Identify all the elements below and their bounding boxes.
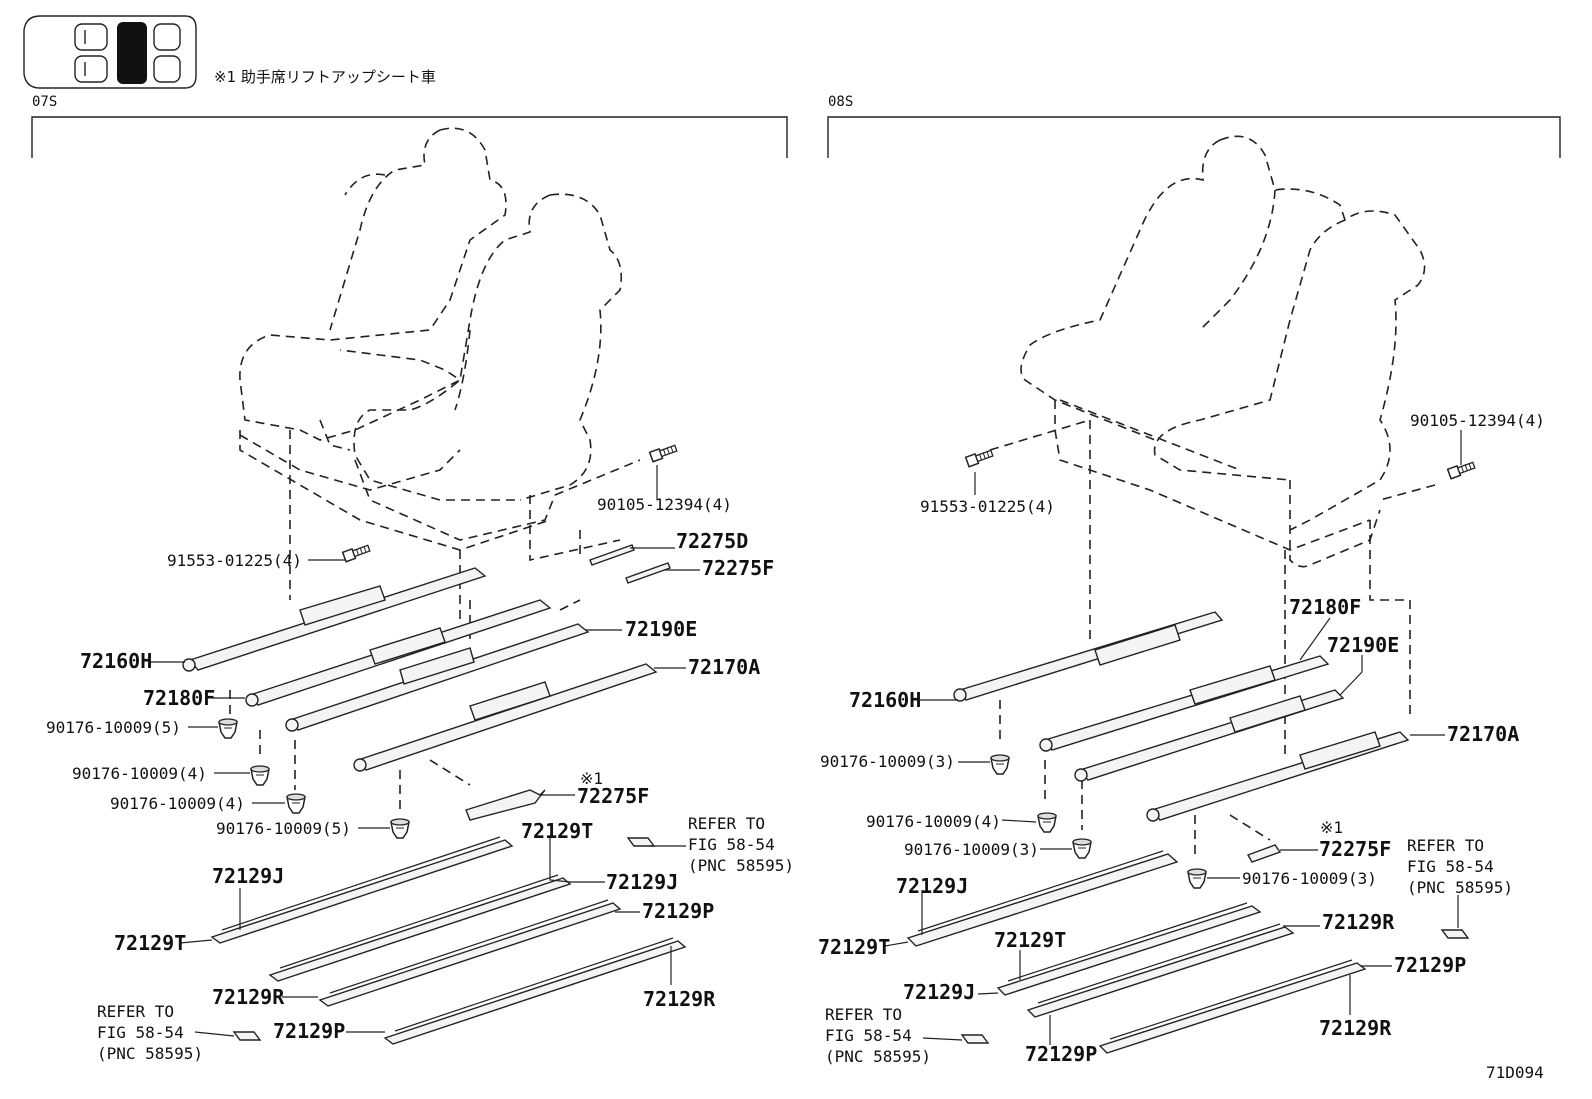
bolt-91553-07s — [341, 542, 372, 563]
label-72129t-top-07s: 72129T — [521, 819, 593, 843]
label-72275f-opt-07s: 72275F — [577, 784, 649, 808]
label-72129j-mid-08s: 72129J — [903, 980, 975, 1004]
trim-plates-07s — [210, 836, 687, 1045]
label-72190e-07s: 72190E — [625, 617, 697, 641]
refer-line2-a-08s: FIG 58-54 — [1407, 857, 1494, 876]
rail-72170a-07s — [353, 663, 658, 772]
refer-line1-b-08s: REFER TO — [825, 1005, 902, 1024]
label-72275f-07s: 72275F — [702, 556, 774, 580]
labels-07s: 90105-12394(4) 72275D 72275F 91553-01225… — [46, 495, 794, 1063]
label-90176-d-08s: 90176-10009(3) — [1242, 869, 1377, 888]
label-90105-08s: 90105-12394(4) — [1410, 411, 1545, 430]
label-72129r-right-08s: 72129R — [1322, 910, 1395, 934]
trim-plates-08s — [906, 850, 1470, 1054]
bracket-72275f-opt-08s — [1246, 844, 1282, 863]
section-bracket-08s — [827, 116, 1561, 158]
figure-id: 71D094 — [1486, 1063, 1544, 1082]
option-mark-07s: ※1 — [580, 769, 603, 788]
label-72129t-left-07s: 72129T — [114, 931, 186, 955]
rail-72160h-07s — [182, 567, 487, 672]
clip-90176-d-08s — [1187, 868, 1207, 889]
refer-line3-b-07s: (PNC 58595) — [97, 1044, 203, 1063]
label-72129p-bottom-08s: 72129P — [1025, 1042, 1097, 1066]
label-72129p-right-08s: 72129P — [1394, 953, 1466, 977]
label-72129j-top-08s: 72129J — [896, 874, 968, 898]
refer-line3-a-07s: (PNC 58595) — [688, 856, 794, 875]
clip-90176-c-07s — [286, 793, 306, 814]
refer-line1-b-07s: REFER TO — [97, 1002, 174, 1021]
label-90105-07s: 90105-12394(4) — [597, 495, 732, 514]
label-90176-b-08s: 90176-10009(4) — [866, 812, 1001, 831]
rail-72170a-08s — [1146, 731, 1410, 822]
refer-line1-a-08s: REFER TO — [1407, 836, 1484, 855]
refer-line3-b-08s: (PNC 58595) — [825, 1047, 931, 1066]
clip-90176-a-07s — [218, 718, 238, 739]
label-72160h-08s: 72160H — [849, 688, 921, 712]
clip-90176-a-08s — [990, 754, 1010, 775]
label-72170a-07s: 72170A — [688, 655, 760, 679]
label-72129j-left-07s: 72129J — [212, 864, 284, 888]
rail-72190e-08s — [1074, 689, 1345, 782]
label-72129r-left-07s: 72129R — [212, 985, 285, 1009]
labels-08s: 90105-12394(4) 91553-01225(4) 72180F 721… — [818, 411, 1545, 1066]
label-72275f-opt-08s: 72275F — [1319, 837, 1391, 861]
clip-90176-b-08s — [1037, 812, 1057, 833]
label-90176-d-07s: 90176-10009(5) — [216, 819, 351, 838]
label-72160h-07s: 72160H — [80, 649, 152, 673]
label-90176-a-07s: 90176-10009(5) — [46, 718, 181, 737]
label-72180f-07s: 72180F — [143, 686, 215, 710]
label-72180f-08s: 72180F — [1289, 595, 1361, 619]
cable-72275f-07s — [625, 562, 671, 584]
label-72190e-08s: 72190E — [1327, 633, 1399, 657]
bolt-91553-08s — [964, 447, 995, 468]
label-72129p-right-07s: 72129P — [642, 899, 714, 923]
refer-line2-b-08s: FIG 58-54 — [825, 1026, 912, 1045]
bolt-90105-07s — [648, 442, 679, 463]
label-90176-b-07s: 90176-10009(4) — [72, 764, 207, 783]
clip-90176-b-07s — [250, 765, 270, 786]
label-72275d-07s: 72275D — [676, 529, 748, 553]
rail-72180f-08s — [1039, 655, 1330, 752]
rail-72190e-07s — [285, 623, 590, 732]
leaders-08s — [884, 430, 1462, 1045]
refer-line2-a-07s: FIG 58-54 — [688, 835, 775, 854]
vehicle-seat-icon — [23, 15, 197, 89]
label-90176-a-08s: 90176-10009(3) — [820, 752, 955, 771]
seat-outline-08s — [1020, 135, 1426, 568]
label-90176-c-08s: 90176-10009(3) — [904, 840, 1039, 859]
label-91553-08s: 91553-01225(4) — [920, 497, 1055, 516]
mount-guides-08s — [989, 419, 1436, 860]
label-72170a-08s: 72170A — [1447, 722, 1519, 746]
option-mark-08s: ※1 — [1320, 818, 1343, 837]
label-90176-c-07s: 90176-10009(4) — [110, 794, 245, 813]
refer-line1-a-07s: REFER TO — [688, 814, 765, 833]
section-label-08s: 08S — [828, 94, 853, 110]
rail-72180f-07s — [245, 599, 552, 707]
clip-90176-d-07s — [390, 818, 410, 839]
label-72129t-left-08s: 72129T — [818, 935, 890, 959]
label-72129j-right-07s: 72129J — [606, 870, 678, 894]
section-bracket-07s — [31, 116, 788, 158]
seat-outline-07s — [239, 127, 623, 551]
refer-line2-b-07s: FIG 58-54 — [97, 1023, 184, 1042]
clip-90176-c-08s — [1072, 838, 1092, 859]
rail-72160h-08s — [953, 611, 1224, 702]
label-72129r-bottom-08s: 72129R — [1319, 1016, 1392, 1040]
bracket-72275f-opt-07s — [465, 789, 546, 821]
leaders-07s — [150, 465, 700, 1037]
label-72129t-mid-08s: 72129T — [994, 928, 1066, 952]
section-label-07s: 07S — [32, 94, 57, 110]
mount-guides-07s — [229, 430, 641, 815]
label-72129p-bottom-07s: 72129P — [273, 1019, 345, 1043]
option-note: ※1 助手席リフトアップシート車 — [214, 68, 436, 86]
cable-72275d-07s — [589, 544, 635, 566]
refer-line3-a-08s: (PNC 58595) — [1407, 878, 1513, 897]
label-91553-07s: 91553-01225(4) — [167, 551, 302, 570]
label-72129r-right-07s: 72129R — [643, 987, 716, 1011]
